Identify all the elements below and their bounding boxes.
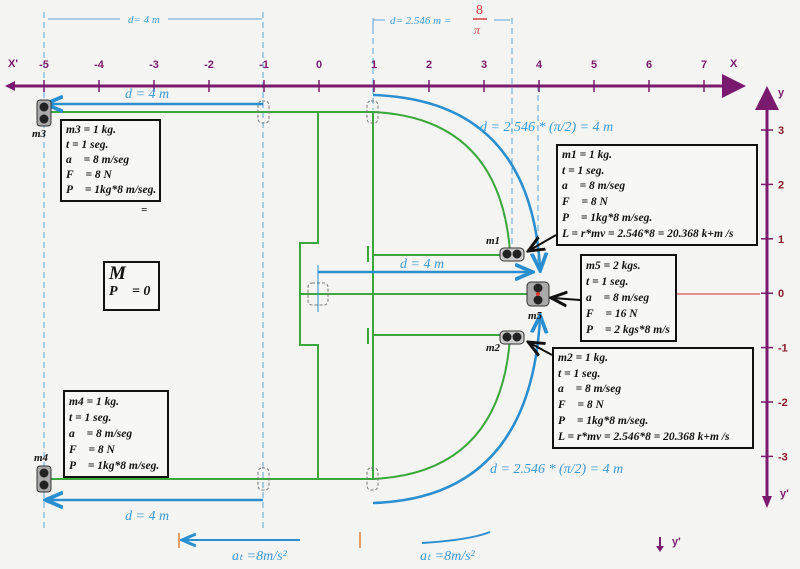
y-tick-label: 0 [778,288,784,300]
x-tick-label: 7 [701,59,707,71]
x-neg-label: X' [8,58,18,70]
bottom-y-neg-label: y' [672,536,681,548]
m2-momentum: P⃗ = 1kg*8 m/seg. [558,414,649,427]
lower-distance-label: d = 4 m [125,509,169,524]
middle-distance-label: d = 4 m [400,257,444,272]
bottom-accel-arrows [178,531,664,552]
x-tick-label: 2 [426,59,432,71]
m4-force: F⃗ = 8 N [69,444,115,456]
m3-label: m3 [32,128,47,140]
y-tick-label: -1 [778,343,788,355]
m5-info-box: m5 = 2 kgs. t = 1 seg. a⃗ = 8 m/seg F⃗ =… [580,254,677,342]
mass-m5 [526,281,550,307]
x-tick-label: 1 [371,59,377,71]
m2-force: F⃗ = 8 N [558,399,604,412]
system-momentum: P⃗ = 0 [109,284,151,299]
m5-momentum: P⃗ = 2 kgs*8 m/s [586,324,670,336]
system-mass-box: M P⃗ = 0 [103,261,160,311]
x-tick-label: -3 [149,59,159,71]
y-tick-label: -2 [778,397,788,409]
m4-label: m4 [34,452,49,464]
accel-left-label: aₜ =8m/s² [232,549,288,564]
m3-mass: m3 = 1 kg. [66,124,116,136]
m1-mass: m1 = 1 kg. [562,149,612,161]
y-tick-label: 1 [778,234,784,246]
mass-m4 [36,465,52,493]
top-left-dimension: d= 4 m [128,14,160,26]
m2-accel: a⃗ = 8 m/seg [558,383,622,396]
m4-mass: m4 = 1 kg. [69,396,119,408]
x-tick-label: 5 [591,59,597,71]
m2-label: m2 [486,342,501,354]
m2-mass: m2 = 1 kg. [558,352,608,364]
x-tick-label: -2 [204,59,214,71]
eight-over-pi-den: π [474,23,481,37]
m1-force: F⃗ = 8 N [562,196,608,209]
m2-angular-momentum: L = r*mv = 2.546*8 = 20.368 k+m /s [558,430,730,443]
mass-m2 [499,330,525,345]
mass-m3 [36,99,52,127]
y-label: y [778,87,785,99]
m1-momentum: P⃗ = 1kg*8 m/seg. [562,211,653,224]
y-ticks: 3 2 1 0 -1 -2 -3 [761,125,788,463]
pivot-joints [257,100,379,491]
m3-accel: a⃗ = 8 m/seg [66,154,130,166]
m4-info-box: m4 = 1 kg. t = 1 seg. a⃗ = 8 m/seg F⃗ = … [63,390,169,478]
system-mass-label: M [109,263,126,284]
stray-equals: = [141,204,148,216]
m2-time: t = 1 seg. [558,367,601,380]
accel-right-label: aₜ =8m/s² [420,549,476,564]
y-neg-label: y' [780,488,789,500]
m3-momentum: P⃗ = 1kg*8 m/seg. [66,184,157,196]
m5-force: F⃗ = 16 N [586,308,638,320]
x-tick-label: 3 [481,59,487,71]
m1-accel: a⃗ = 8 m/seg [562,180,626,193]
y-tick-label: 2 [778,179,784,191]
x-tick-label: -1 [259,59,269,71]
x-tick-label: -5 [39,59,49,71]
m3-force: F⃗ = 8 N [66,169,112,181]
callout-pointers [530,234,581,355]
m4-momentum: P⃗ = 1kg*8 m/seg. [69,460,160,472]
eight-over-pi-num: 8 [476,3,483,18]
m4-accel: a⃗ = 8 m/seg [69,428,133,440]
m5-label: m5 [528,310,543,322]
upper-distance-label: d = 4 m [125,87,169,102]
m3-time: t = 1 seg. [66,139,109,151]
m1-info-box: m1 = 1 kg. t = 1 seg. a⃗ = 8 m/seg F⃗ = … [556,144,758,247]
upper-arc-label: d = 2.546 * (π/2) = 4 m [480,120,613,135]
m5-time: t = 1 seg. [586,276,629,288]
m3-info-box: m3 = 1 kg. t = 1 seg. a⃗ = 8 m/seg F⃗ = … [60,119,161,202]
lower-arc-label: d = 2.546 * (π/2) = 4 m [490,462,623,477]
x-label: X [730,58,738,70]
m1-label: m1 [486,235,501,247]
rigid-structure [44,111,540,480]
y-tick-label: -3 [778,451,788,463]
x-tick-label: 0 [316,59,322,71]
m1-time: t = 1 seg. [562,164,605,177]
top-dimension-lines [48,18,510,28]
m2-info-box: m2 = 1 kg. t = 1 seg. a⃗ = 8 m/seg F⃗ = … [552,347,754,450]
mass-m1 [499,247,525,262]
x-tick-label: 4 [536,59,543,71]
y-tick-label: 3 [778,125,784,137]
x-ticks: -5 -4 -3 -2 -1 0 1 2 3 4 5 6 7 [39,59,707,92]
m5-accel: a⃗ = 8 m/seg [586,292,650,304]
x-tick-label: 6 [646,59,652,71]
x-tick-label: -4 [94,59,105,71]
m5-mass: m5 = 2 kgs. [586,260,641,272]
m4-time: t = 1 seg. [69,412,112,424]
m1-angular-momentum: L = r*mv = 2.546*8 = 20.368 k+m /s [562,227,734,240]
top-right-dimension: d= 2.546 m = [390,15,451,27]
displacement-arrows [48,93,540,503]
